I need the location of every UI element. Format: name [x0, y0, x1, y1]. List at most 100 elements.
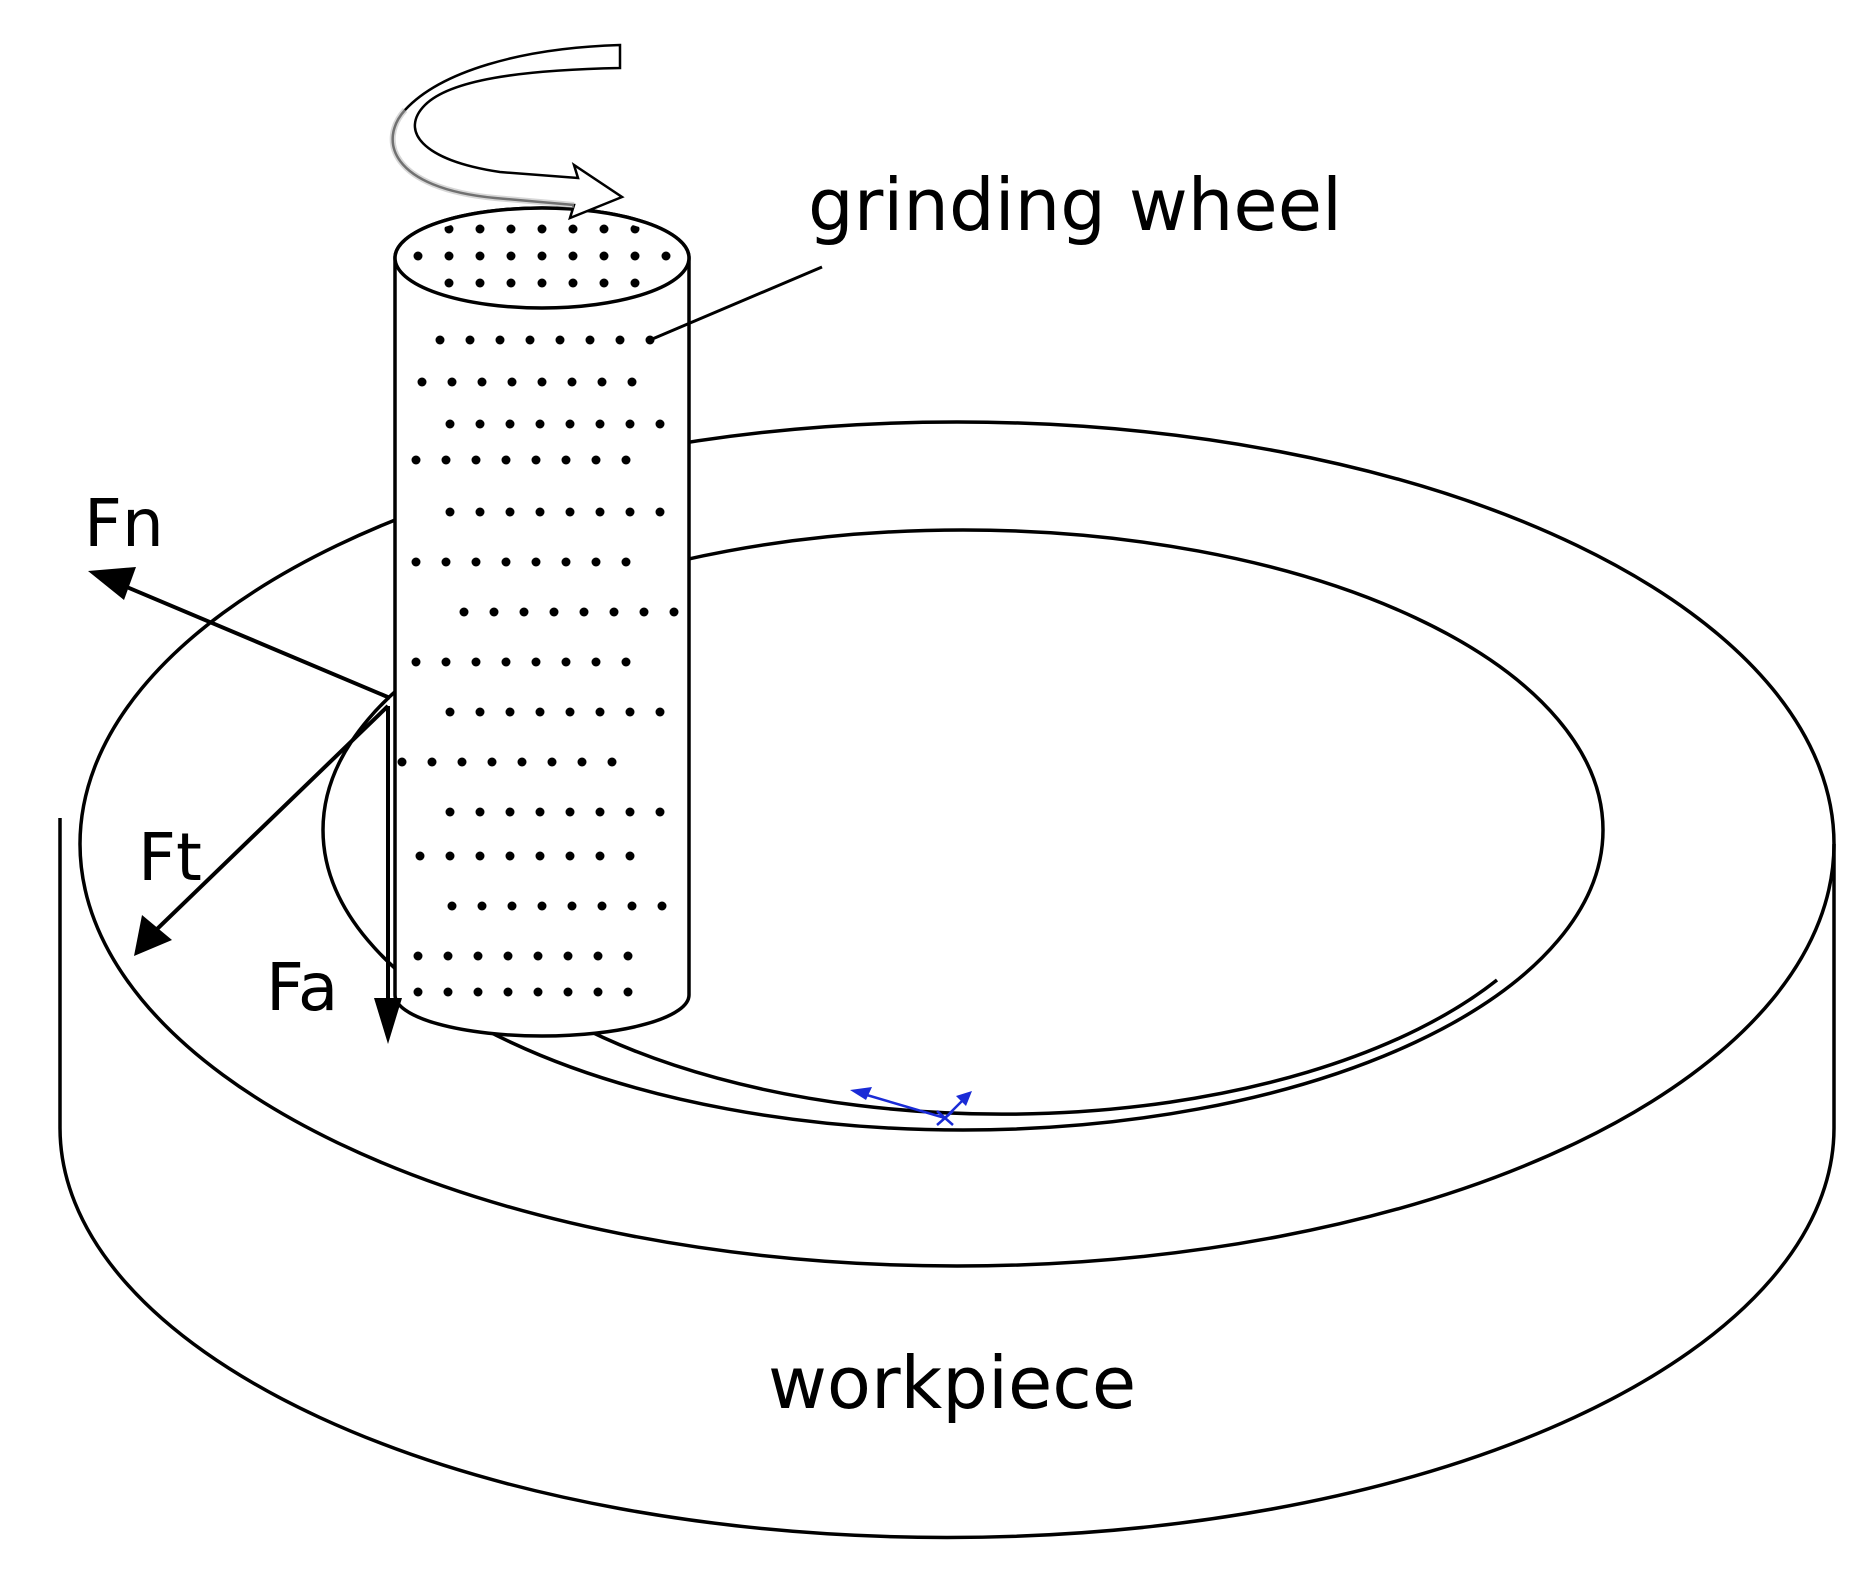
grit-dot	[475, 507, 485, 517]
grit-dot	[579, 607, 589, 617]
grit-dot	[475, 807, 485, 817]
grit-dot	[415, 851, 425, 861]
grit-dot	[535, 507, 545, 517]
grit-dot	[441, 455, 451, 465]
grit-dot	[531, 557, 541, 567]
grit-dot	[459, 607, 469, 617]
grit-dot	[445, 419, 455, 429]
grit-dot	[565, 807, 575, 817]
grit-dot	[639, 607, 649, 617]
grit-dot	[507, 901, 517, 911]
grit-dot	[623, 951, 633, 961]
grit-dot	[445, 851, 455, 861]
blue-marker-icon	[850, 1087, 972, 1126]
grit-dot	[411, 657, 421, 667]
grit-dot	[627, 377, 637, 387]
grit-dot	[607, 757, 617, 767]
wheel-side-grit	[397, 335, 679, 997]
grinding-wheel	[393, 206, 691, 1038]
grit-dot	[625, 507, 635, 517]
grit-dot	[503, 987, 513, 997]
grit-dot	[533, 951, 543, 961]
ft-vector	[152, 704, 390, 934]
grit-dot	[535, 707, 545, 717]
grit-dot	[577, 757, 587, 767]
grit-dot	[443, 987, 453, 997]
grit-dot	[597, 901, 607, 911]
grit-dot	[547, 757, 557, 767]
grit-dot	[657, 901, 667, 911]
grit-dot	[531, 455, 541, 465]
grit-dot	[525, 335, 535, 345]
grit-dot	[623, 987, 633, 997]
wheel-top-grit	[405, 214, 679, 302]
fn-vector	[121, 583, 391, 700]
grit-dot	[595, 851, 605, 861]
rotation-arrow-icon	[389, 43, 625, 221]
grit-dot	[593, 987, 603, 997]
grit-dot	[561, 657, 571, 667]
grit-dot	[567, 377, 577, 387]
grit-dot	[595, 807, 605, 817]
ft-arrowhead-icon	[134, 915, 172, 956]
grit-dot	[473, 951, 483, 961]
grit-dot	[411, 557, 421, 567]
grit-dot	[609, 607, 619, 617]
grit-dot	[397, 757, 407, 767]
grit-dot	[565, 851, 575, 861]
grit-dot	[441, 657, 451, 667]
grit-dot	[593, 951, 603, 961]
grit-dot	[595, 419, 605, 429]
inner-bore-edge	[518, 978, 1499, 1116]
grit-dot	[475, 419, 485, 429]
grit-dot	[475, 851, 485, 861]
grit-dot	[625, 851, 635, 861]
grit-dot	[535, 419, 545, 429]
grit-dot	[445, 507, 455, 517]
grit-dot	[457, 757, 467, 767]
grit-dot	[621, 657, 631, 667]
grit-dot	[473, 987, 483, 997]
grit-dot	[627, 901, 637, 911]
grit-dot	[503, 951, 513, 961]
grit-dot	[507, 377, 517, 387]
fn-label: Fn	[84, 485, 164, 562]
grit-dot	[495, 335, 505, 345]
grit-dot	[531, 657, 541, 667]
grit-dot	[505, 507, 515, 517]
grit-dot	[565, 507, 575, 517]
grit-dot	[535, 851, 545, 861]
grit-dot	[489, 607, 499, 617]
grit-dot	[533, 987, 543, 997]
grit-dot	[621, 455, 631, 465]
workpiece-ring	[58, 420, 1836, 1540]
grit-dot	[565, 419, 575, 429]
grit-dot	[427, 757, 437, 767]
grit-dot	[443, 951, 453, 961]
grit-dot	[447, 901, 457, 911]
workpiece-label: workpiece	[768, 1341, 1136, 1425]
grit-dot	[537, 377, 547, 387]
grit-dot	[501, 657, 511, 667]
grit-dot	[591, 657, 601, 667]
grit-dot	[591, 557, 601, 567]
grit-dot	[563, 987, 573, 997]
grit-dot	[621, 557, 631, 567]
grit-dot	[561, 455, 571, 465]
fn-arrowhead-icon	[88, 567, 136, 600]
wheel-body	[393, 206, 691, 1038]
grit-dot	[477, 901, 487, 911]
grit-dot	[517, 757, 527, 767]
grit-dot	[471, 557, 481, 567]
force-vectors	[88, 567, 402, 1044]
grit-dot	[655, 507, 665, 517]
grit-dot	[445, 807, 455, 817]
grit-dot	[595, 707, 605, 717]
grit-dot	[441, 557, 451, 567]
grit-dot	[669, 607, 679, 617]
grit-dot	[411, 455, 421, 465]
grit-dot	[565, 707, 575, 717]
wheel-label-pointer	[649, 265, 823, 342]
grit-dot	[537, 901, 547, 911]
